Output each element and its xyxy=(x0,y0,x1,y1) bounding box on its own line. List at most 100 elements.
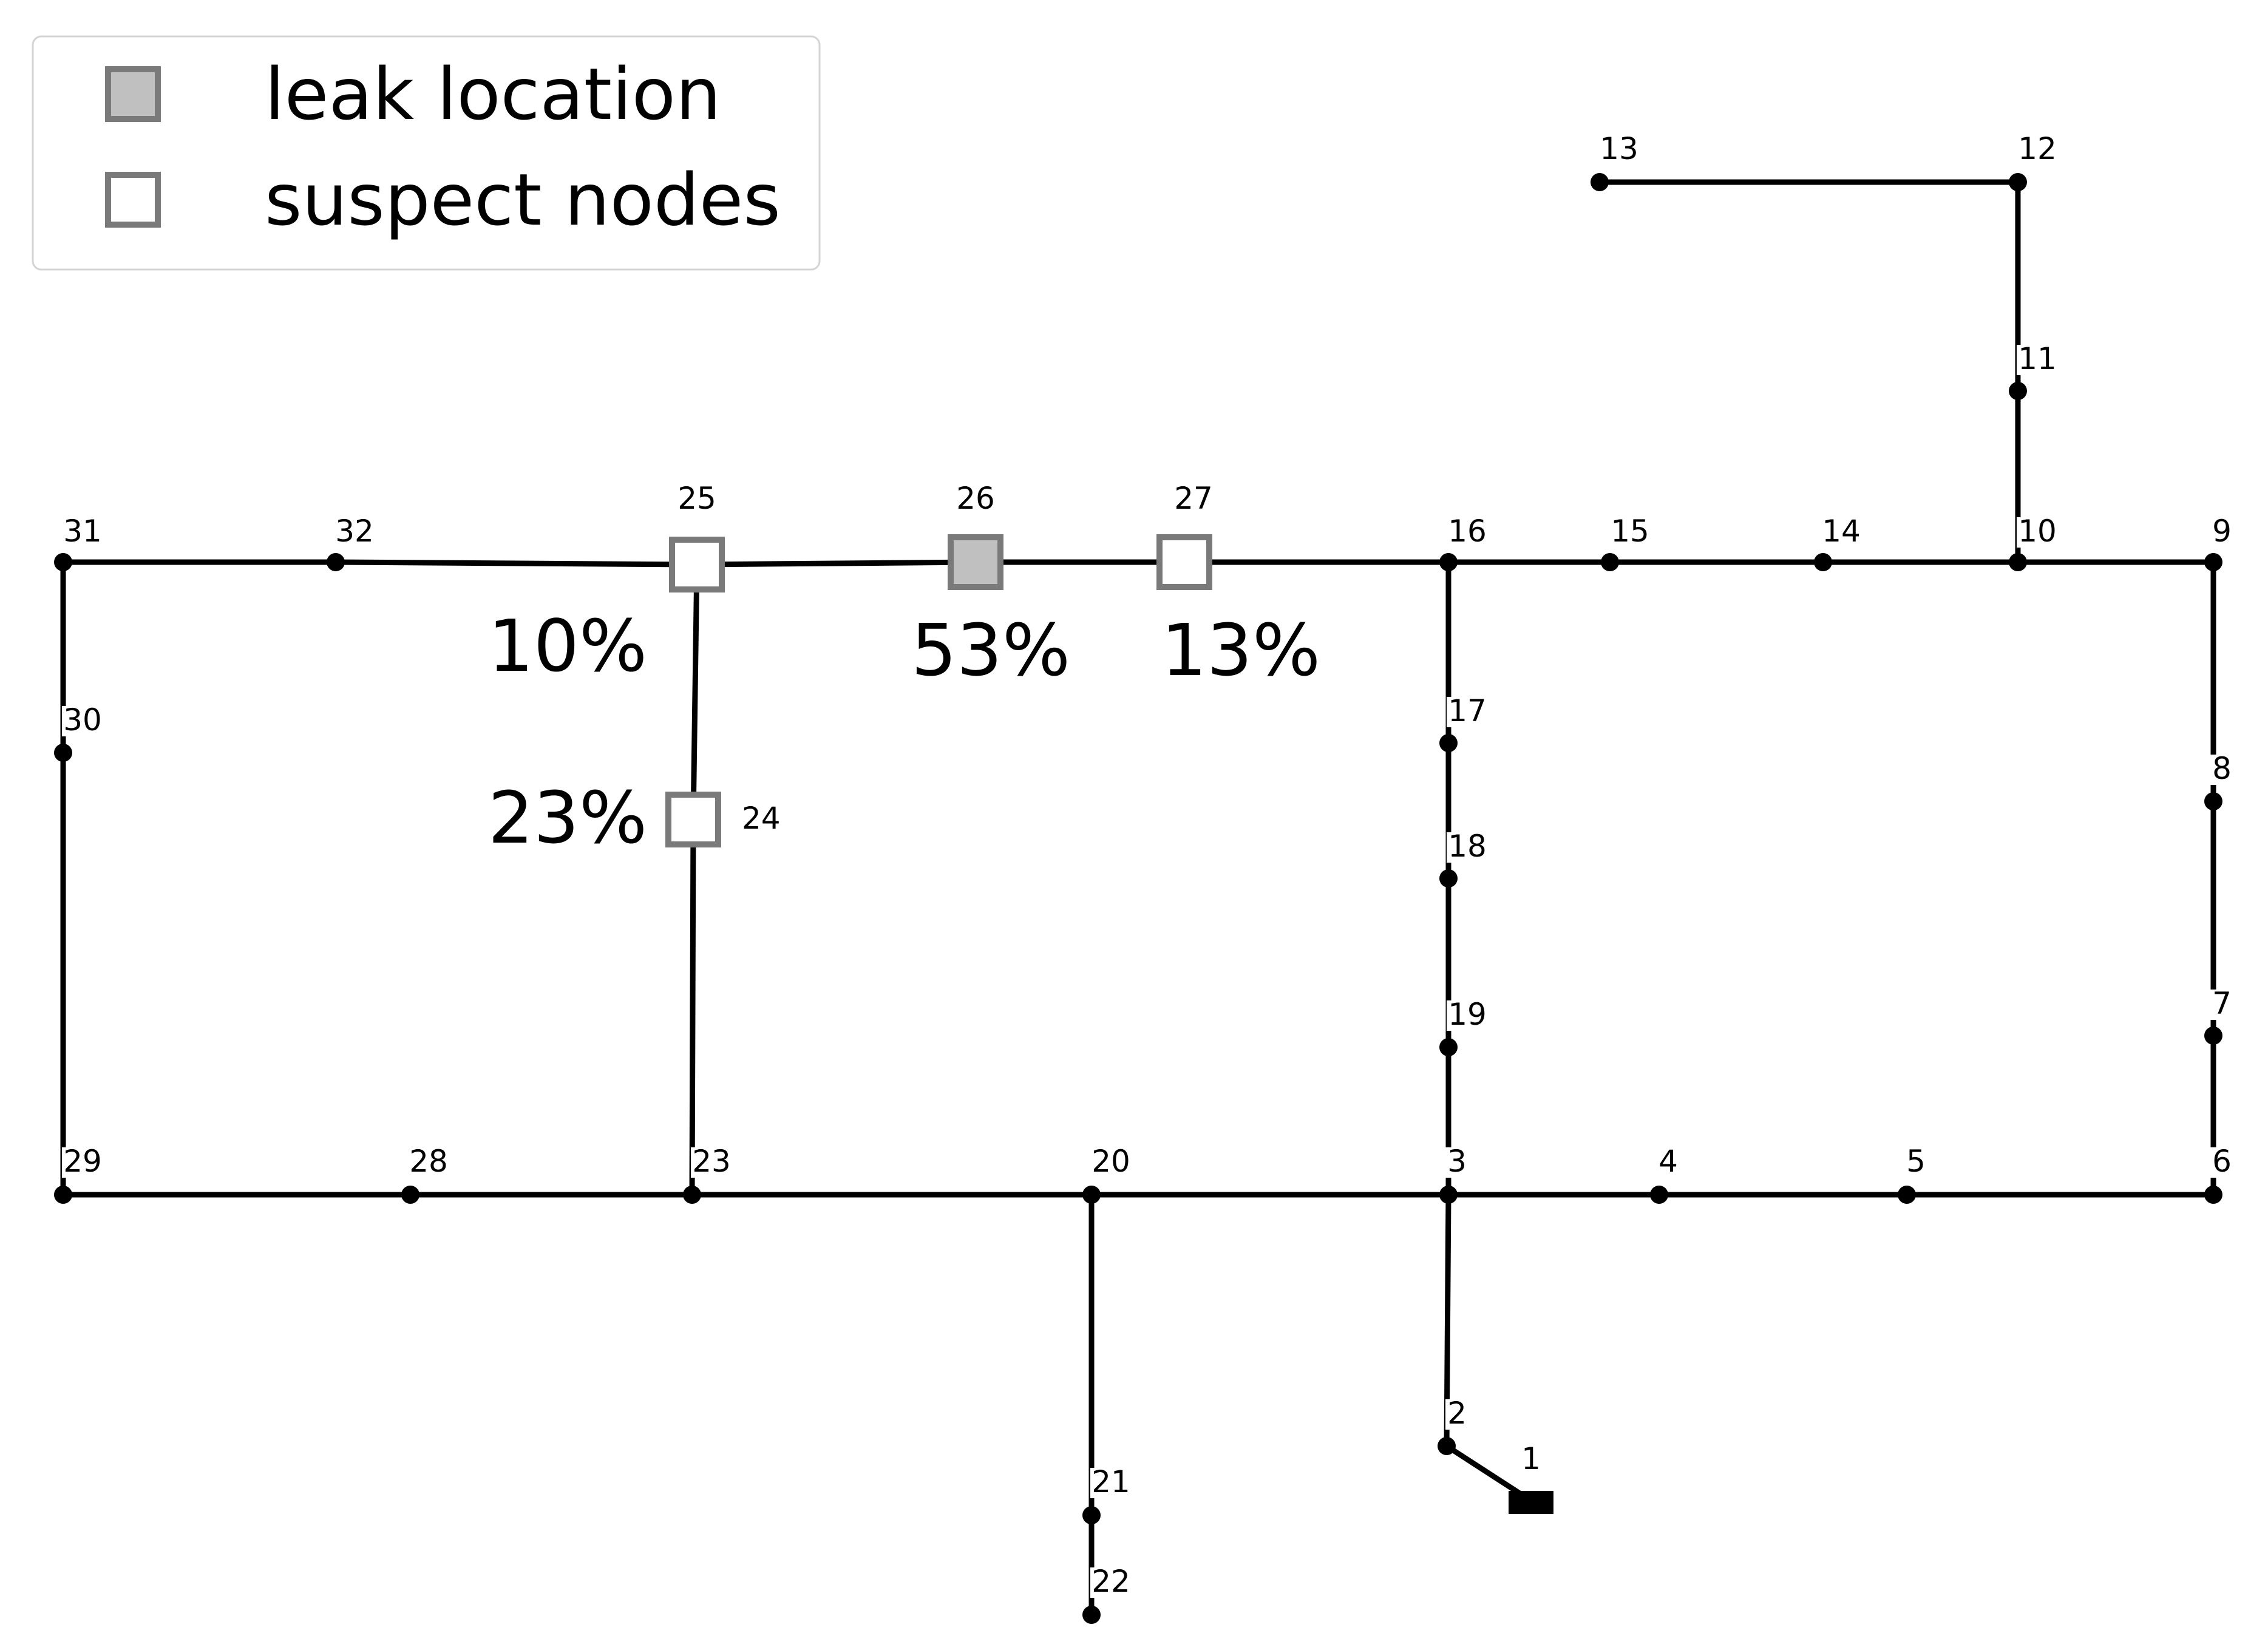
junction-node-7 xyxy=(2204,1027,2222,1045)
junction-node-12 xyxy=(2009,173,2027,191)
node-label-15: 15 xyxy=(1611,514,1649,549)
reservoir-node-1 xyxy=(1509,1491,1553,1514)
node-label-10: 10 xyxy=(2018,514,2057,549)
junction-node-31 xyxy=(54,553,72,571)
node-label-24: 24 xyxy=(742,801,781,836)
junction-node-13 xyxy=(1591,173,1609,191)
junction-node-2 xyxy=(1438,1437,1456,1455)
node-label-background xyxy=(739,804,781,835)
pipe-24-25 xyxy=(690,564,700,820)
node-label-23: 23 xyxy=(692,1144,731,1179)
node-label-26: 26 xyxy=(956,481,995,516)
junction-node-22 xyxy=(1082,1606,1101,1624)
node-label-background xyxy=(1904,1147,1927,1178)
legend-leak-label: leak location xyxy=(265,52,721,136)
node-label-13: 13 xyxy=(1600,131,1638,166)
node-label-12: 12 xyxy=(2018,131,2057,166)
junction-node-15 xyxy=(1601,553,1619,571)
junction-node-14 xyxy=(1814,553,1832,571)
node-label-background xyxy=(1519,1445,1543,1475)
node-label-7: 7 xyxy=(2212,986,2232,1021)
legend-box xyxy=(32,35,821,271)
node-label-background xyxy=(2210,517,2233,548)
node-label-background xyxy=(2210,755,2233,785)
probability-label-24: 23% xyxy=(488,776,647,860)
node-label-28: 28 xyxy=(409,1144,448,1179)
junction-node-11 xyxy=(2009,382,2027,400)
probability-label-26: 53% xyxy=(911,608,1070,692)
pipe-32-25 xyxy=(335,559,698,568)
node-label-background xyxy=(955,484,996,515)
junction-node-6 xyxy=(2204,1186,2222,1204)
leak-node-26 xyxy=(948,534,1003,590)
junction-node-29 xyxy=(54,1186,72,1204)
node-label-background xyxy=(62,706,103,736)
suspect-node-24 xyxy=(665,792,721,847)
label-background-layer xyxy=(62,135,2233,1598)
node-label-9: 9 xyxy=(2212,514,2232,549)
legend-suspect-swatch xyxy=(105,172,161,228)
node-label-background xyxy=(1657,1147,1680,1178)
suspect-node-27 xyxy=(1156,534,1212,590)
node-label-background xyxy=(1598,135,1640,165)
legend-leak-swatch xyxy=(105,66,161,122)
node-label-25: 25 xyxy=(677,481,716,516)
junction-node-5 xyxy=(1898,1186,1916,1204)
node-label-1: 1 xyxy=(1521,1441,1541,1476)
node-label-background xyxy=(62,1147,103,1178)
junction-node-3 xyxy=(1439,1186,1458,1204)
node-label-background xyxy=(2017,517,2058,548)
node-label-background xyxy=(1173,484,1214,515)
node-label-background xyxy=(1447,697,1488,727)
junction-node-19 xyxy=(1439,1038,1458,1056)
node-label-30: 30 xyxy=(63,702,102,738)
node-label-20: 20 xyxy=(1092,1144,1130,1179)
pipes-layer xyxy=(60,179,2216,1615)
node-label-background xyxy=(691,1147,732,1178)
legend-suspect-label: suspect nodes xyxy=(265,158,781,242)
node-label-31: 31 xyxy=(63,514,102,549)
junction-node-28 xyxy=(401,1186,419,1204)
node-label-2: 2 xyxy=(1447,1396,1467,1431)
node-label-29: 29 xyxy=(63,1144,102,1179)
junction-node-17 xyxy=(1439,734,1458,752)
node-label-background xyxy=(2210,990,2233,1020)
node-label-3: 3 xyxy=(1447,1144,1467,1179)
node-label-background xyxy=(1447,517,1488,548)
node-label-8: 8 xyxy=(2212,751,2232,786)
junction-node-8 xyxy=(2204,792,2222,810)
node-label-22: 22 xyxy=(1092,1564,1130,1599)
node-label-background xyxy=(2210,1147,2233,1178)
node-label-18: 18 xyxy=(1448,829,1487,864)
junction-node-16 xyxy=(1439,553,1458,571)
node-label-background xyxy=(1090,1567,1132,1598)
node-label-6: 6 xyxy=(2212,1144,2232,1179)
junction-node-9 xyxy=(2204,553,2222,571)
probability-label-27: 13% xyxy=(1161,608,1320,692)
node-label-background xyxy=(408,1147,449,1178)
node-label-background xyxy=(1447,832,1488,863)
junction-node-20 xyxy=(1082,1186,1101,1204)
node-label-27: 27 xyxy=(1174,481,1213,516)
node-label-16: 16 xyxy=(1448,514,1487,549)
node-label-21: 21 xyxy=(1092,1464,1130,1499)
node-label-background xyxy=(1445,1147,1468,1178)
node-label-background xyxy=(1821,517,1862,548)
node-label-17: 17 xyxy=(1448,693,1487,728)
junction-node-30 xyxy=(54,744,72,762)
nodes-layer xyxy=(54,173,2222,1624)
node-label-background xyxy=(1445,1399,1468,1430)
node-label-4: 4 xyxy=(1659,1144,1678,1179)
node-label-background xyxy=(62,517,103,548)
node-label-32: 32 xyxy=(335,514,374,549)
node-label-background xyxy=(334,517,375,548)
legend: leak location suspect nodes xyxy=(32,35,821,271)
node-label-background xyxy=(1090,1468,1132,1498)
junction-node-10 xyxy=(2009,553,2027,571)
node-label-background xyxy=(2017,345,2058,375)
probability-label-25: 10% xyxy=(488,604,647,688)
node-label-background xyxy=(1609,517,1651,548)
junction-node-4 xyxy=(1650,1186,1668,1204)
junction-node-23 xyxy=(683,1186,701,1204)
